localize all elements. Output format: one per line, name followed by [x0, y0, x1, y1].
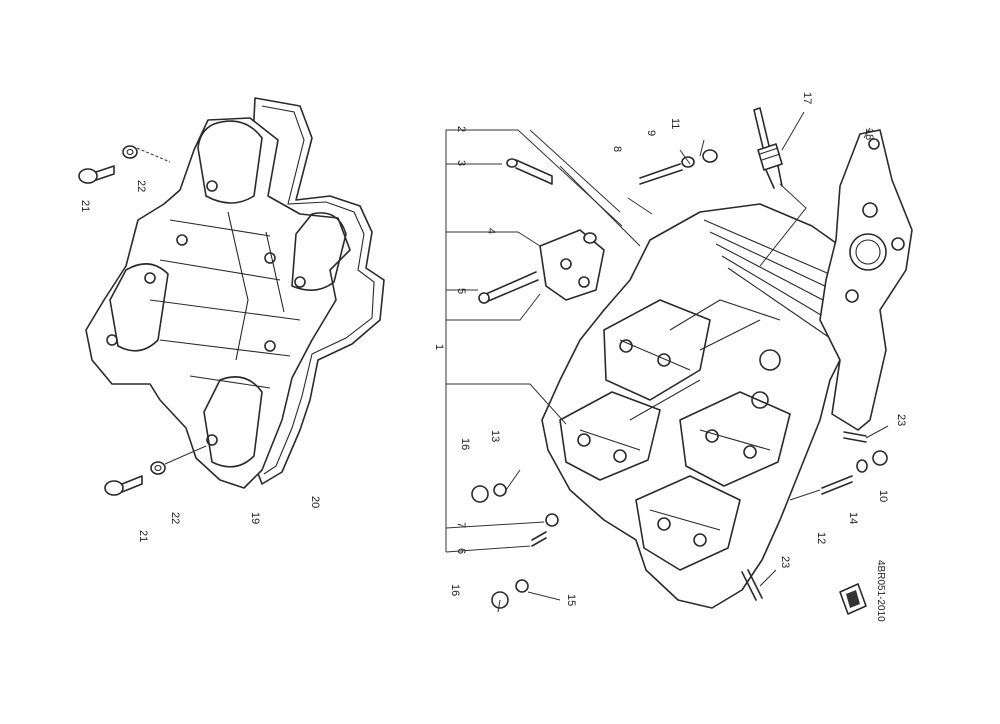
callout-label: 4: [485, 228, 497, 234]
callout-label: 15: [565, 594, 577, 606]
valve-cover-assembly: [85, 97, 385, 489]
callout-label: 8: [611, 146, 623, 152]
callout-label: 21: [79, 200, 91, 212]
bolt-21-top: [78, 165, 115, 184]
callout-label: 3: [455, 160, 467, 166]
callout-label: 13: [489, 430, 501, 442]
washer-22-top: [122, 145, 138, 159]
valve-cover: [85, 117, 351, 489]
left-fasteners: [78, 145, 207, 496]
cylinder-head-gasket: [819, 129, 913, 431]
callout-label: 22: [169, 512, 181, 524]
callout-label: 16: [449, 584, 461, 596]
callout-label: 9: [645, 130, 657, 136]
callout-label: 20: [309, 496, 321, 508]
callout-label: 11: [669, 118, 681, 129]
callout-label: 21: [137, 530, 149, 542]
figure-code: 4BR051-2010: [875, 560, 886, 622]
spark-plug: [753, 107, 783, 189]
washer-22-bottom: [150, 461, 166, 475]
callout-label: 22: [135, 180, 147, 192]
callout-label: 6: [455, 548, 467, 554]
cylinder-head-assembly: [478, 158, 869, 609]
callout-label: 7: [455, 522, 467, 528]
front-arrow-icon: [839, 583, 867, 615]
callout-label: 19: [249, 512, 261, 524]
callout-label: 12: [815, 532, 827, 544]
callout-label: 2: [455, 126, 467, 132]
callout-label: 23: [895, 414, 907, 426]
valve-cover-gasket: [239, 97, 385, 485]
callout-label: 10: [877, 490, 889, 502]
callout-label: 14: [847, 512, 859, 524]
callout-labels: 1 2 3 4 5 6 7 8 9 10 11 12 13 14 15 16 1…: [79, 92, 907, 622]
callout-label: 5: [455, 288, 467, 294]
callout-label: 1: [433, 344, 445, 350]
callout-label: 17: [801, 92, 813, 104]
callout-label: 18: [863, 128, 875, 140]
leader-lines: [445, 111, 889, 613]
callout-label: 23: [779, 556, 791, 568]
bolt-21-bottom: [104, 475, 143, 496]
callout-label: 16: [459, 438, 471, 450]
cylinder-head: [541, 203, 869, 609]
